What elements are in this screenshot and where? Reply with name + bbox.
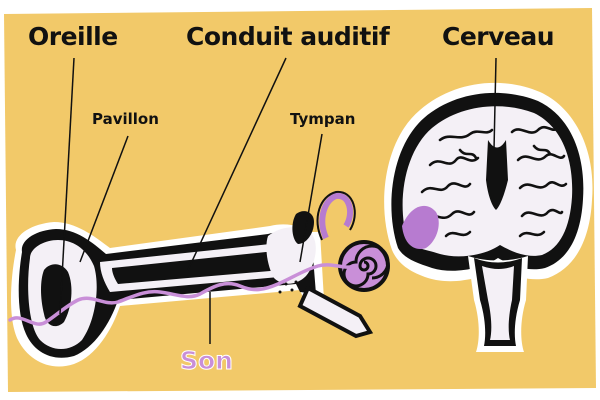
- semicircular-canal: [319, 192, 354, 240]
- cochlea-spiral: [342, 244, 390, 288]
- leader-tympan: [299, 133, 323, 263]
- canal-core: [112, 252, 286, 284]
- leader-pavillon: [79, 135, 129, 263]
- leader-lines: [59, 57, 497, 344]
- eustachian-tube: [297, 285, 374, 339]
- sound-wave: [8, 263, 358, 326]
- label-pavillon: Pavillon: [92, 110, 159, 128]
- brain: [384, 82, 593, 352]
- brain-ventricle: [486, 140, 508, 210]
- canal-dots: [278, 280, 298, 294]
- auditory-cortex-highlight: [402, 205, 439, 250]
- leader-cerveau: [493, 57, 497, 151]
- semicircular-canal-outline: [316, 190, 356, 241]
- leader-conduit: [187, 57, 287, 271]
- label-oreille: Oreille: [28, 22, 118, 51]
- label-conduit-auditif: Conduit auditif: [186, 22, 390, 51]
- label-son: Son: [180, 346, 234, 376]
- label-tympan: Tympan: [290, 110, 356, 128]
- brainstem-inner: [482, 266, 514, 340]
- leader-oreille: [59, 57, 75, 315]
- label-cerveau: Cerveau: [442, 22, 555, 51]
- ossicle: [292, 211, 314, 244]
